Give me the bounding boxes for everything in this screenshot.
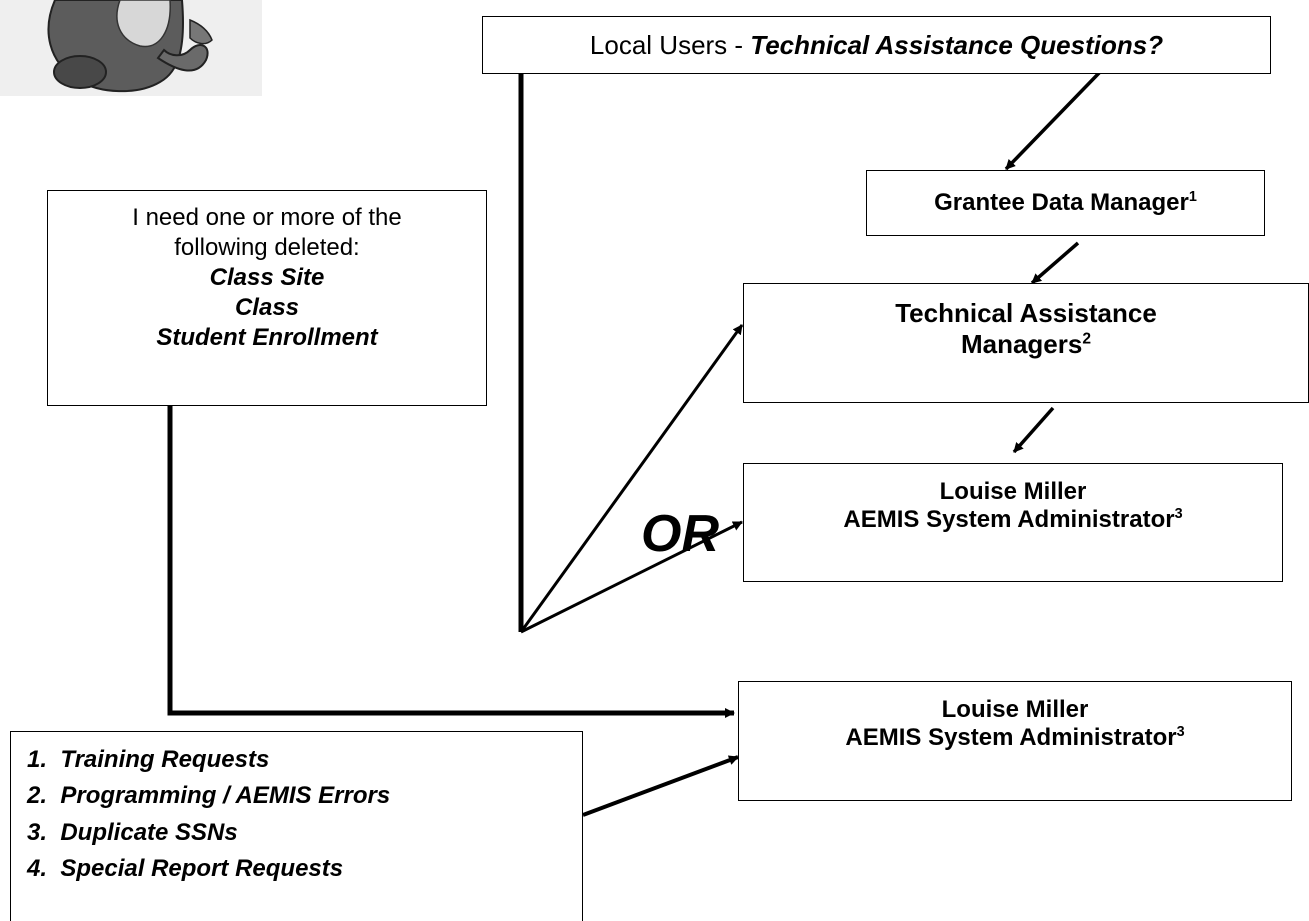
footnote-2-marker: 2	[1082, 330, 1092, 348]
local-users-prefix: Local Users -	[589, 30, 751, 60]
local-users-to-grantee-arrow	[1004, 70, 1102, 171]
request-item-programming-errors: 2. Programming / AEMIS Errors	[27, 782, 391, 810]
deletion-item-student-enrollment: Student Enrollment	[156, 324, 378, 351]
grantee-data-manager-title: Grantee Data Manager	[934, 189, 1189, 216]
technical-assistance-questions-text: Technical Assistance Questions	[750, 30, 1148, 60]
deletion-item-class: Class	[234, 294, 300, 321]
footnote-3-marker-top: 3	[1174, 506, 1183, 523]
footnote-3-marker-bottom: 3	[1176, 724, 1185, 741]
ta-managers-line2: Managers	[960, 328, 1083, 359]
question-mark-text: ?	[1147, 30, 1164, 60]
admin-bottom-name: Louise Miller	[941, 696, 1089, 723]
admin-top-name: Louise Miller	[939, 478, 1087, 505]
deletion-item-class-site: Class Site	[209, 264, 325, 291]
fork-to-ta-managers-arrow	[519, 324, 744, 633]
deletion-request-line2: following deleted:	[174, 234, 360, 261]
request-item-duplicate-ssns: 3. Duplicate SSNs	[27, 818, 238, 846]
request-item-training: 1. Training Requests	[27, 746, 270, 773]
ta-managers-to-admin-top-arrow	[1012, 406, 1055, 454]
technical-assistance-managers-box: Technical Assistance Managers2	[743, 283, 1309, 403]
local-users-box: Local Users - Technical Assistance Quest…	[482, 16, 1271, 74]
bear-mascot-illustration	[0, 0, 262, 96]
requests-list-box: 1. Training Requests 2. Programming / AE…	[10, 731, 583, 921]
fork-to-admin-top-arrow	[520, 520, 743, 634]
system-administrator-box-bottom: Louise Miller AEMIS System Administrator…	[738, 681, 1292, 801]
admin-top-title: AEMIS System Administrator	[843, 506, 1175, 534]
system-administrator-box-top: Louise Miller AEMIS System Administrator…	[743, 463, 1283, 582]
requests-list-to-admin-bottom-arrow	[582, 755, 739, 817]
or-label: OR	[641, 505, 719, 563]
deletion-request-line1: I need one or more of the	[132, 204, 402, 231]
delete-request-to-admin-bottom-line	[167, 406, 735, 718]
ta-managers-line1: Technical Assistance	[895, 298, 1157, 328]
footnote-1-marker: 1	[1188, 189, 1197, 205]
grantee-data-manager-box: Grantee Data Manager1	[866, 170, 1265, 236]
deletion-request-box: I need one or more of the following dele…	[47, 190, 487, 406]
admin-bottom-title: AEMIS System Administrator	[845, 724, 1177, 752]
request-item-special-reports: 4. Special Report Requests	[27, 855, 344, 883]
grantee-to-ta-managers-arrow	[1030, 241, 1080, 285]
